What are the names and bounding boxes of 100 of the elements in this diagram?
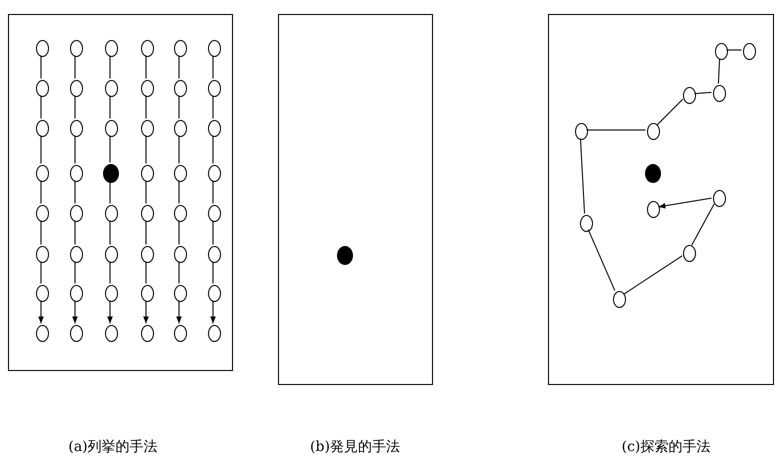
circle: [712, 84, 726, 102]
circle: [208, 246, 220, 262]
circle: [174, 324, 186, 342]
circle: [104, 40, 118, 56]
circle: [208, 284, 220, 302]
circle: [36, 80, 48, 96]
circle: [140, 40, 154, 56]
circle: [36, 204, 48, 222]
panel-frame: [8, 14, 233, 371]
connector-line: [74, 55, 76, 79]
connector-line: [212, 261, 214, 284]
connector-line: [656, 98, 684, 126]
circle: [646, 122, 660, 140]
connector-line: [623, 255, 683, 295]
circle: [104, 80, 118, 96]
circle: [140, 120, 154, 136]
panel-frame: [278, 14, 433, 385]
circle: [174, 80, 186, 96]
circle: [36, 40, 48, 56]
circle: [70, 204, 82, 222]
circle: [36, 246, 48, 262]
connector-line: [74, 220, 76, 245]
panel-caption: (b)発見的手法: [310, 438, 400, 456]
circle: [104, 120, 118, 136]
connector-line: [691, 203, 715, 246]
connector-line: [74, 135, 76, 164]
connector-line: [212, 220, 214, 245]
circle: [36, 164, 48, 182]
connector-line: [694, 92, 712, 94]
circle: [174, 120, 186, 136]
circle: [580, 214, 592, 232]
circle: [714, 42, 728, 60]
circle: [174, 40, 186, 56]
connector-line: [74, 180, 76, 204]
circle: [682, 244, 696, 262]
connector-line: [212, 180, 214, 204]
circle: [208, 324, 220, 342]
circle: [104, 246, 118, 262]
circle: [70, 164, 82, 182]
connector-line: [178, 180, 180, 204]
circle: [612, 290, 626, 308]
connector-line: [588, 228, 616, 292]
circle: [174, 204, 186, 222]
circle: [208, 40, 220, 56]
circle: [70, 120, 82, 136]
circle: [36, 120, 48, 136]
circle: [70, 40, 82, 56]
circle: [140, 164, 154, 182]
circle: [36, 324, 48, 342]
circle: [70, 284, 82, 302]
circle: [104, 284, 118, 302]
connector-line: [40, 180, 42, 204]
circle: [682, 86, 696, 104]
connector-line: [74, 261, 76, 284]
circle: [140, 284, 154, 302]
arrow: [38, 300, 44, 324]
circle: [742, 42, 756, 60]
connector-line: [212, 55, 214, 79]
circle: [646, 200, 660, 218]
panel-frame: [548, 14, 774, 385]
circle: [208, 80, 220, 96]
circle: [70, 80, 82, 96]
circle: [140, 324, 154, 342]
panel-caption: (a)列挙的手法: [68, 438, 158, 456]
connector-line: [212, 95, 214, 119]
connector-line: [178, 135, 180, 164]
connector-line: [40, 95, 42, 119]
connector-line: [178, 55, 180, 79]
circle: [574, 122, 588, 140]
circle: [712, 190, 726, 206]
circle: [140, 204, 154, 222]
circle: [104, 204, 118, 222]
circle: [208, 164, 220, 182]
connector-line: [580, 138, 586, 214]
connector-line: [178, 261, 180, 284]
arrow: [210, 300, 216, 324]
circle: [140, 246, 154, 262]
circle: [104, 324, 118, 342]
connector-line: [178, 95, 180, 119]
arrow: [143, 300, 149, 324]
connector-line: [40, 135, 42, 164]
circle: [174, 246, 186, 262]
circle: [70, 324, 82, 342]
arrow: [107, 300, 113, 324]
circle: [140, 80, 154, 96]
connector-line: [178, 220, 180, 245]
arrow: [176, 300, 182, 324]
circle: [208, 120, 220, 136]
circle: [36, 284, 48, 302]
filled-dot: [337, 246, 353, 264]
connector-line: [40, 55, 42, 79]
connector-line: [212, 135, 214, 164]
arrow: [658, 198, 712, 209]
circle: [174, 284, 186, 302]
filled-dot: [103, 164, 119, 182]
connector-line: [40, 261, 42, 284]
panel-caption: (c)探索的手法: [622, 438, 710, 456]
connector-line: [74, 95, 76, 119]
arrow: [72, 300, 78, 324]
circle: [208, 204, 220, 222]
